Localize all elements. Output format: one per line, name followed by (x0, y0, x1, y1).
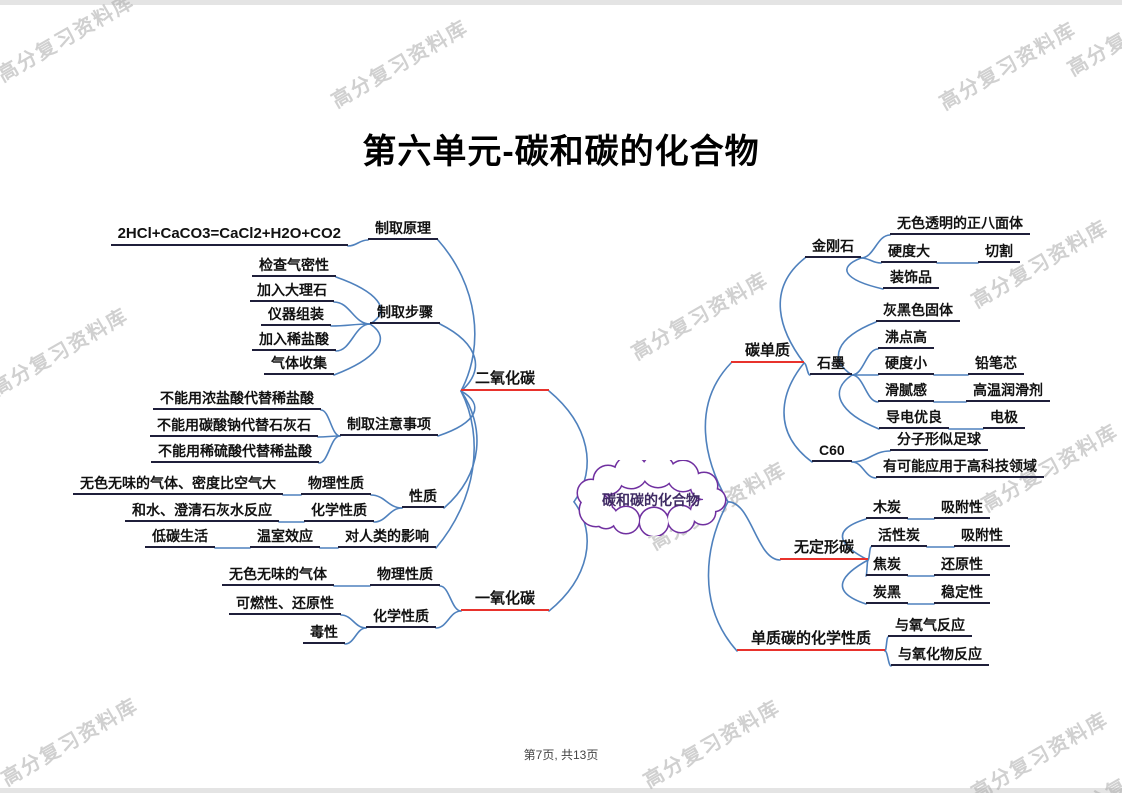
node-carbon-black-stability: 稳定性 (934, 584, 990, 604)
node-co2-chemical-properties: 化学性质 (304, 502, 374, 522)
node-co2-precaution-1: 不能用浓盐酸代替稀盐酸 (153, 390, 321, 410)
node-coke: 焦炭 (866, 556, 908, 576)
node-carbon-black: 炭黑 (866, 584, 908, 604)
node-co2-properties: 性质 (402, 488, 444, 508)
node-co2-precaution-2: 不能用碳酸钠代替石灰石 (150, 417, 318, 437)
node-co2-step-5: 气体收集 (264, 355, 334, 375)
node-greenhouse-effect: 温室效应 (250, 528, 320, 548)
cloud-shape-icon (576, 460, 727, 536)
node-co-combustibility-reducibility: 可燃性、还原性 (229, 595, 341, 615)
node-graphite-slippery: 滑腻感 (878, 382, 934, 402)
node-carbon-allotropes: 碳单质 (731, 342, 805, 363)
node-activated-carbon-adsorption: 吸附性 (954, 527, 1010, 547)
node-graphite-color: 灰黑色固体 (876, 302, 960, 322)
node-amorphous-carbon: 无定形碳 (780, 539, 869, 560)
node-co2-chemical-detail: 和水、澄清石灰水反应 (125, 502, 279, 522)
page-number: 第7页, 共13页 (523, 748, 599, 762)
node-graphite-hardness: 硬度小 (878, 355, 934, 375)
node-graphite-electrode: 电极 (983, 409, 1025, 429)
node-diamond-cutting: 切割 (978, 243, 1020, 263)
node-charcoal-adsorption: 吸附性 (934, 499, 990, 519)
node-activated-carbon: 活性炭 (871, 527, 927, 547)
page-title: 第六单元-碳和碳的化合物 (362, 133, 760, 171)
central-topic: 碳和碳的化合物 (566, 460, 736, 536)
node-c60-soccer-shape: 分子形似足球 (890, 431, 988, 451)
node-react-oxygen: 与氧气反应 (888, 617, 972, 637)
node-carbon-dioxide: 二氧化碳 (460, 370, 549, 391)
node-carbon-monoxide: 一氧化碳 (460, 590, 549, 611)
node-carbon-chemical-properties: 单质碳的化学性质 (737, 630, 886, 651)
node-c60: C60 (812, 442, 852, 462)
node-co2-step-3: 仪器组装 (261, 306, 331, 326)
node-co2-precaution-3: 不能用稀硫酸代替稀盐酸 (151, 443, 319, 463)
node-graphite: 石墨 (810, 355, 852, 375)
node-co2-preparation-steps: 制取步骤 (370, 304, 440, 324)
node-diamond: 金刚石 (805, 238, 861, 258)
node-low-carbon-life: 低碳生活 (145, 528, 215, 548)
node-co-physical-properties: 物理性质 (370, 566, 440, 586)
node-graphite-boiling-point: 沸点高 (878, 329, 934, 349)
node-co-chemical-properties: 化学性质 (366, 608, 436, 628)
node-co2-step-4: 加入稀盐酸 (252, 331, 336, 351)
node-co-toxicity: 毒性 (303, 624, 345, 644)
node-co2-physical-detail: 无色无味的气体、密度比空气大 (73, 475, 283, 495)
node-coke-reducibility: 还原性 (934, 556, 990, 576)
node-co2-step-2: 加入大理石 (250, 282, 334, 302)
node-co2-step-1: 检查气密性 (252, 257, 336, 277)
node-co2-preparation-equation: 2HCl+CaCO3=CaCl2+H2O+CO2 (110, 225, 348, 246)
central-topic-label: 碳和碳的化合物 (602, 492, 700, 508)
node-graphite-lubricant: 高温润滑剂 (966, 382, 1050, 402)
page-top-edge (0, 0, 1122, 5)
node-co2-preparation-precautions: 制取注意事项 (340, 416, 438, 436)
node-diamond-decoration: 装饰品 (883, 269, 939, 289)
node-c60-hightech: 有可能应用于高科技领域 (876, 458, 1044, 478)
node-graphite-conductivity: 导电优良 (879, 409, 949, 429)
node-charcoal: 木炭 (866, 499, 908, 519)
node-diamond-hardness: 硬度大 (881, 243, 937, 263)
node-co2-physical-properties: 物理性质 (301, 475, 371, 495)
page-bottom-edge (0, 788, 1122, 793)
node-react-oxides: 与氧化物反应 (891, 646, 989, 666)
node-co2-preparation-principle: 制取原理 (368, 220, 438, 240)
node-graphite-pencil-lead: 铅笔芯 (968, 355, 1024, 375)
node-diamond-octahedron: 无色透明的正八面体 (890, 215, 1030, 235)
node-co-physical-detail: 无色无味的气体 (222, 566, 334, 586)
node-human-impact: 对人类的影响 (338, 528, 436, 548)
